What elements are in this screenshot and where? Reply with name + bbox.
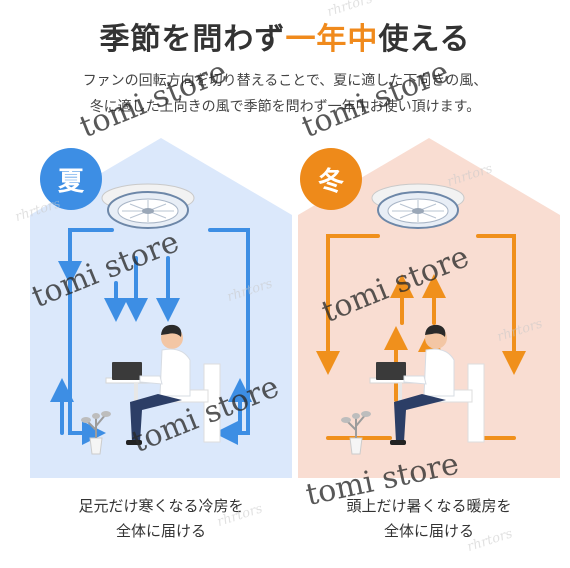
potted-plant-icon xyxy=(341,411,371,455)
description-line-1: ファンの回転方向を切り替えることで、夏に適した下向きの風、 xyxy=(82,73,488,89)
summer-caption-line-1: 足元だけ寒くなる冷房を xyxy=(78,497,244,515)
summer-caption-line-2: 全体に届ける xyxy=(115,522,206,540)
summer-badge: 夏 xyxy=(40,148,102,210)
winter-caption: 頭上だけ暑くなる暖房を 全体に届ける xyxy=(298,494,560,544)
title-prefix: 季節を問わず xyxy=(99,22,286,57)
ceiling-fan-icon xyxy=(371,183,465,229)
winter-house-shape xyxy=(298,138,560,478)
winter-illustration xyxy=(298,138,560,478)
person-at-desk-icon xyxy=(105,324,221,445)
summer-panel: 夏 xyxy=(30,138,292,478)
winter-panel: 冬 xyxy=(298,138,560,478)
summer-caption: 足元だけ寒くなる冷房を 全体に届ける xyxy=(30,494,292,544)
winter-caption-line-1: 頭上だけ暑くなる暖房を xyxy=(346,497,512,515)
summer-illustration xyxy=(30,138,292,478)
airflow-arrow-icon xyxy=(476,234,526,375)
potted-plant-icon xyxy=(81,411,111,455)
airflow-arrow-icon xyxy=(208,228,250,445)
summer-airflow-arrows xyxy=(50,228,252,445)
title-suffix: 使える xyxy=(378,22,471,57)
person-at-desk-icon xyxy=(369,324,485,445)
title-accent: 一年中 xyxy=(285,22,379,57)
description-line-2: 冬に適した上向きの風で季節を問わず一年中お使い頂けます。 xyxy=(89,99,481,115)
airflow-arrow-icon xyxy=(316,234,380,375)
winter-caption-line-2: 全体に届ける xyxy=(383,522,474,540)
airflow-arrow-icon xyxy=(68,228,114,445)
winter-badge: 冬 xyxy=(300,148,362,210)
page-title: 季節を問わず一年中使える xyxy=(0,14,570,58)
ceiling-fan-icon xyxy=(101,183,195,229)
